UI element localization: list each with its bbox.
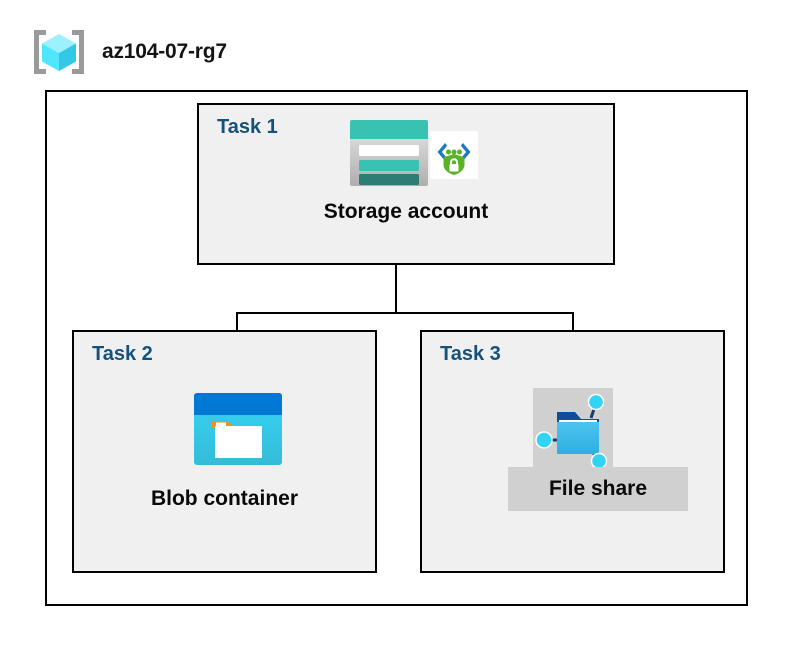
file-share-node <box>533 388 613 474</box>
file-share-label-backplate <box>508 467 688 511</box>
blob-container-node <box>192 391 284 467</box>
resource-group-icon <box>34 30 84 74</box>
file-share-label: File share <box>548 477 648 500</box>
storage-account-label: Storage account <box>323 200 489 223</box>
blob-container-label: Blob container <box>150 487 298 510</box>
resource-group-name: az104-07-rg7 <box>102 40 227 63</box>
task-3-label: Task 3 <box>440 343 501 365</box>
file-share-icon <box>535 393 608 470</box>
connector-horizontal-bus <box>236 312 574 314</box>
resource-group-header: az104-07-rg7 <box>30 24 330 80</box>
task-1-label: Task 1 <box>217 116 278 138</box>
task-2-label: Task 2 <box>92 343 153 365</box>
storage-account-node <box>348 118 478 188</box>
blob-container-icon <box>194 393 282 465</box>
connector-storage-stem <box>395 265 397 314</box>
storage-account-icon <box>350 120 428 186</box>
secure-access-shield-icon <box>430 131 478 179</box>
